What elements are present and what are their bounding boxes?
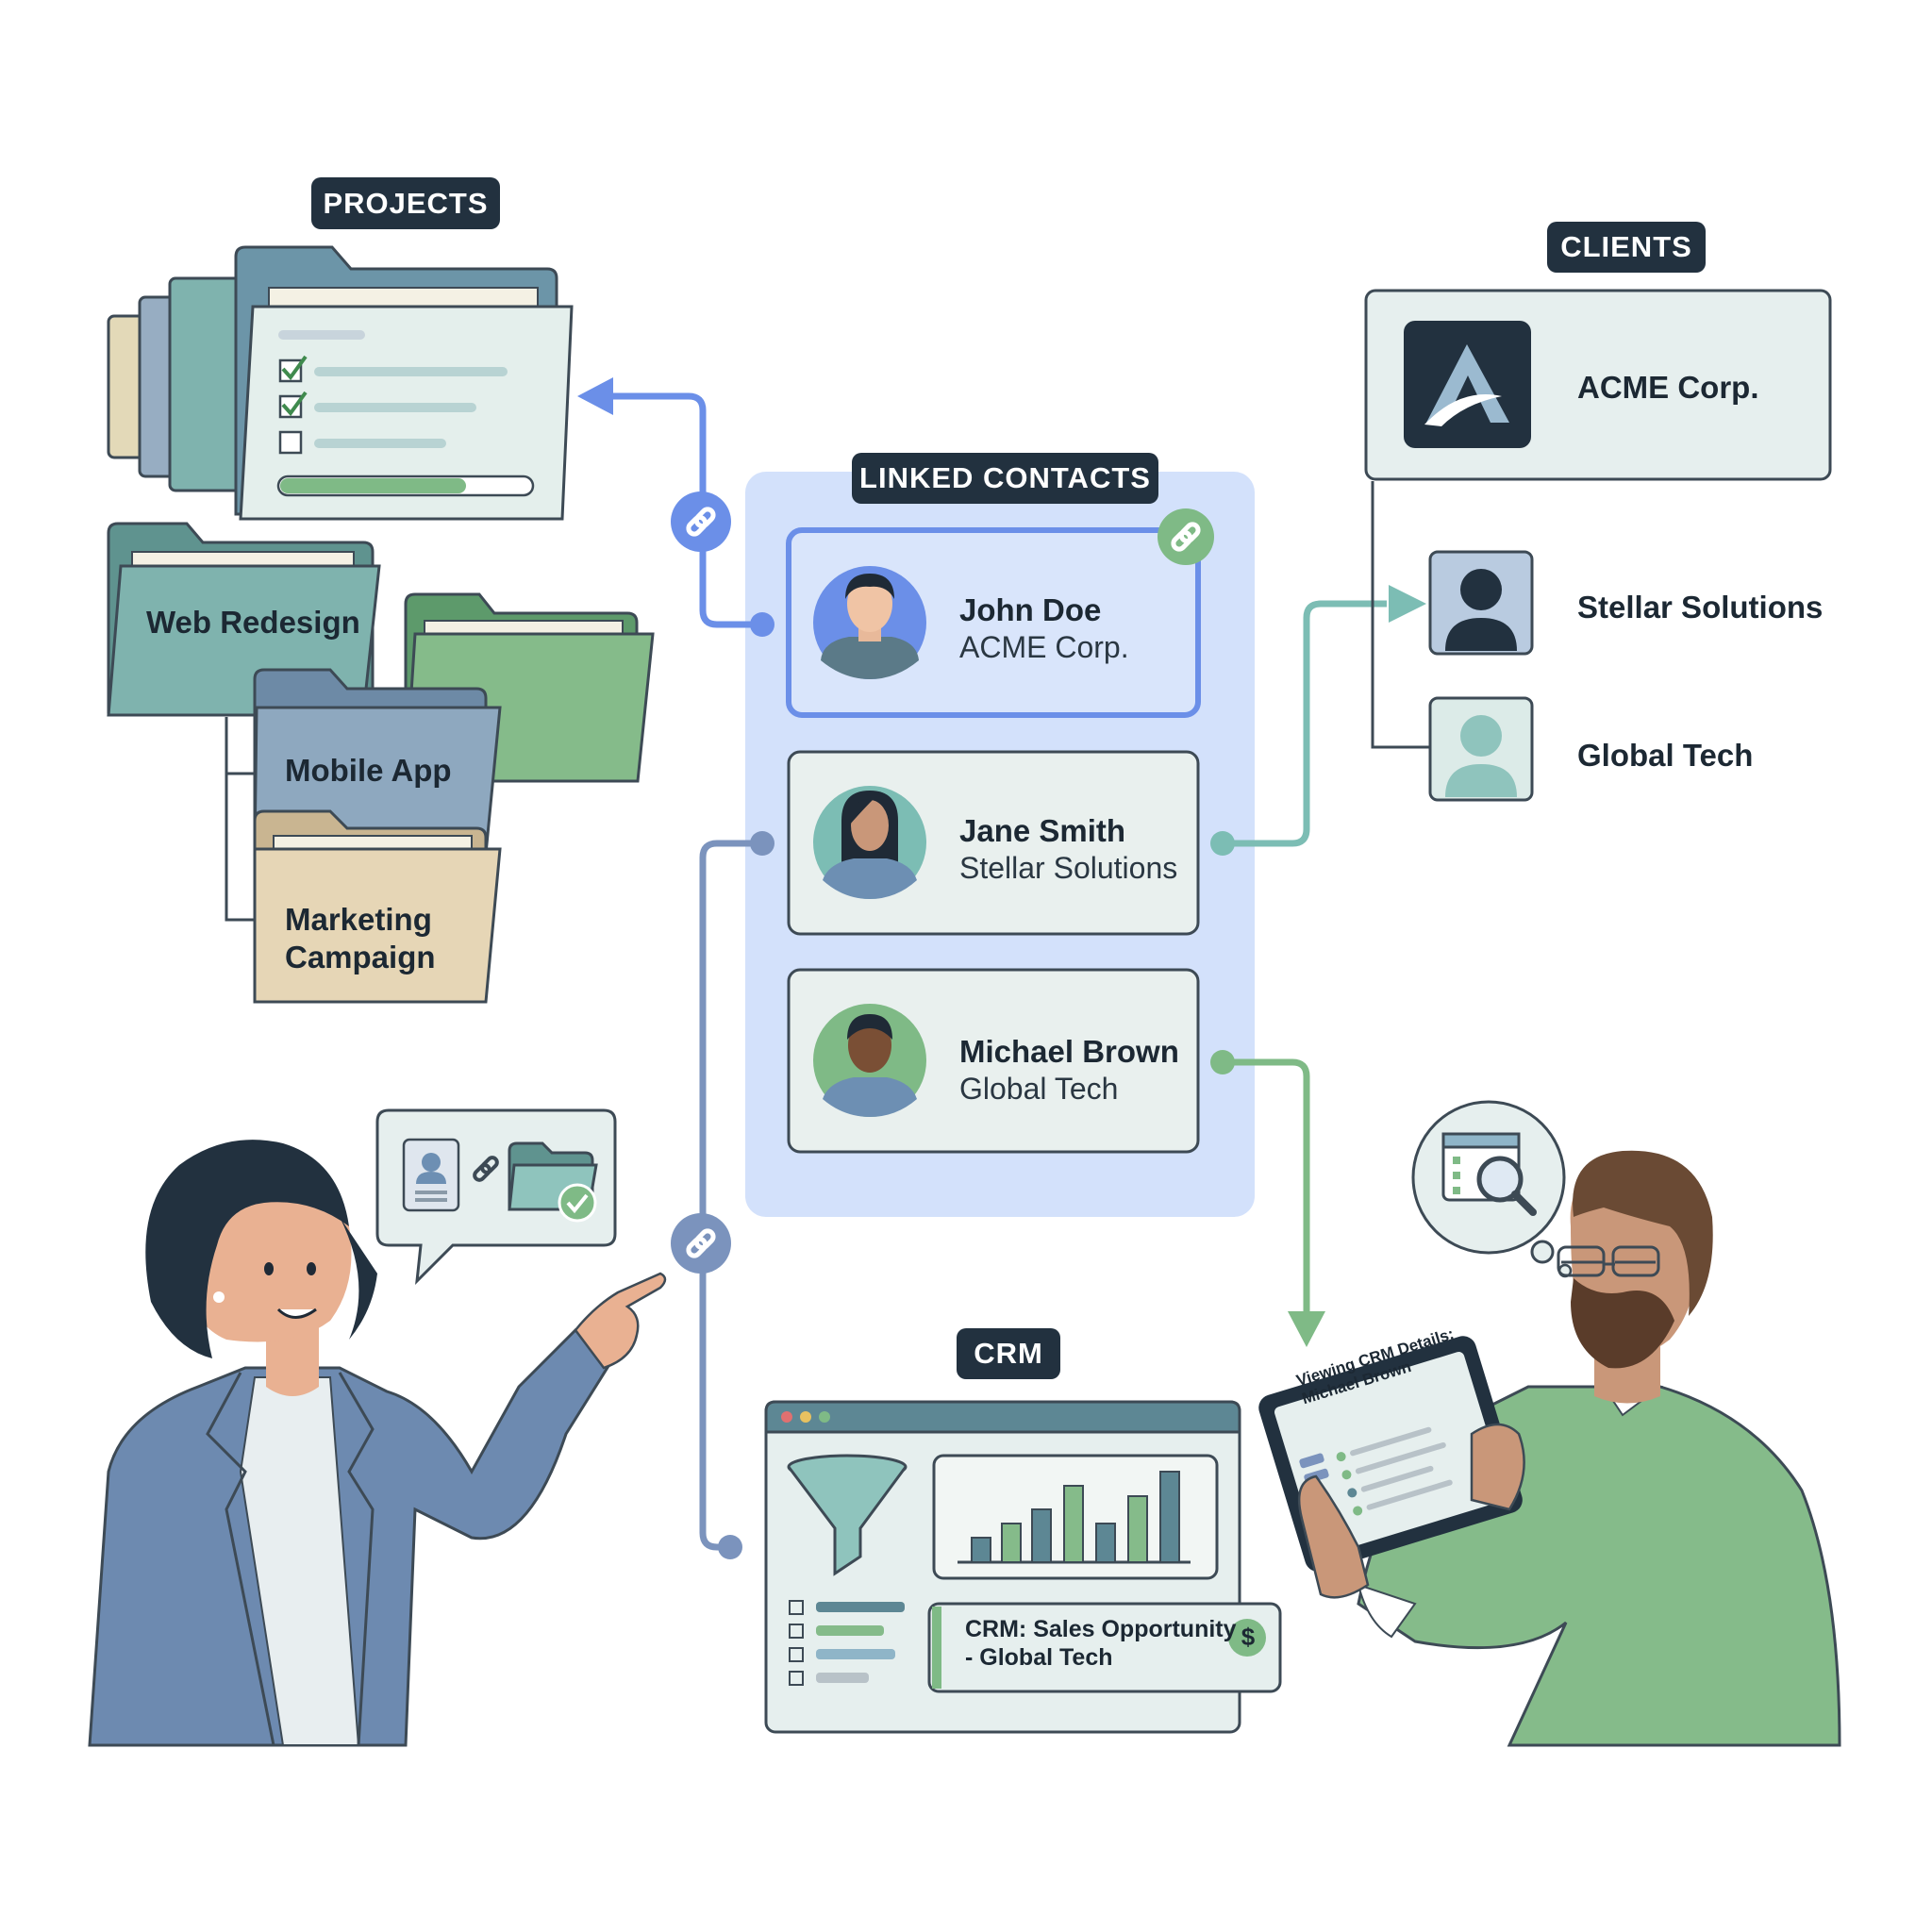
avatar bbox=[813, 1004, 926, 1117]
avatar bbox=[813, 786, 926, 899]
contact-company-john: ACME Corp. bbox=[959, 630, 1129, 664]
project-folder-stack bbox=[107, 245, 574, 521]
client-label-global-tech[interactable]: Global Tech bbox=[1577, 738, 1754, 773]
link-icon bbox=[671, 491, 731, 552]
contact-company-michael: Global Tech bbox=[959, 1072, 1119, 1106]
client-label-acme[interactable]: ACME Corp. bbox=[1577, 370, 1759, 405]
contact-name-michael[interactable]: Michael Brown bbox=[959, 1034, 1179, 1069]
acme-logo bbox=[1404, 321, 1531, 448]
dollar-icon bbox=[1228, 1619, 1266, 1657]
crm-window bbox=[764, 1400, 1282, 1734]
connector-jane-to-crm bbox=[699, 831, 774, 1559]
connector-jane-to-stellar bbox=[1210, 585, 1426, 856]
client-label-stellar[interactable]: Stellar Solutions bbox=[1577, 590, 1824, 625]
crm-opportunity-card bbox=[927, 1602, 1282, 1693]
section-tag-linked-contacts: LINKED CONTACTS bbox=[852, 453, 1158, 504]
project-label-mobile-app[interactable]: Mobile App bbox=[285, 753, 452, 788]
folder-icon bbox=[253, 668, 502, 856]
section-tag-crm: CRM bbox=[957, 1328, 1060, 1379]
dollar-icon-label: $ bbox=[1241, 1623, 1256, 1651]
connector-michael-to-tablet bbox=[1210, 1050, 1325, 1347]
person-icon bbox=[1428, 696, 1534, 802]
contact-name-john[interactable]: John Doe bbox=[959, 592, 1102, 627]
link-icon bbox=[671, 1213, 731, 1274]
magnifier-icon bbox=[1441, 1132, 1537, 1216]
folder-icon bbox=[253, 809, 502, 1004]
project-label-marketing-campaign[interactable]: Marketing Campaign bbox=[285, 902, 436, 974]
project-label-web-redesign[interactable]: Web Redesign bbox=[146, 605, 360, 640]
bar-chart-icon bbox=[932, 1454, 1219, 1580]
man-figure bbox=[1258, 1100, 1841, 1747]
woman-figure bbox=[88, 1108, 667, 1747]
contact-company-jane: Stellar Solutions bbox=[959, 851, 1178, 885]
link-icon bbox=[1158, 508, 1214, 565]
section-tag-projects: PROJECTS bbox=[311, 177, 500, 229]
crm-opportunity-title[interactable]: CRM: Sales Opportunity bbox=[965, 1616, 1237, 1642]
contact-name-jane[interactable]: Jane Smith bbox=[959, 813, 1126, 848]
section-tag-clients: CLIENTS bbox=[1547, 222, 1706, 273]
avatar bbox=[813, 566, 926, 679]
person-icon bbox=[1428, 550, 1534, 656]
crm-opportunity-client: - Global Tech bbox=[965, 1644, 1113, 1671]
funnel-icon bbox=[787, 1454, 908, 1576]
